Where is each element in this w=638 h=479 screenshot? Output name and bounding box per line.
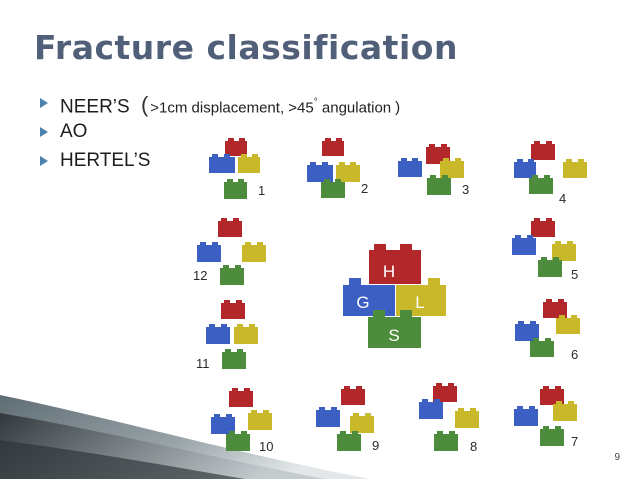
- diagram-number-3: 3: [462, 182, 469, 197]
- diagram-number-5: 5: [571, 267, 578, 282]
- letter-h: H: [383, 262, 395, 281]
- diagram-number-1: 1: [258, 183, 265, 198]
- neer-criteria-end: angulation: [317, 99, 392, 117]
- neer-criteria: >1cm displacement, >45: [150, 99, 314, 117]
- paren-close: ): [395, 99, 401, 117]
- bullet-text-hertel: HERTEL’S: [60, 150, 151, 171]
- bullet-item-hertel: HERTEL’S: [40, 146, 400, 175]
- center-letters: H G L S: [356, 262, 424, 345]
- triangle-bullet-icon: [40, 127, 48, 137]
- triangle-bullet-icon: [40, 98, 48, 108]
- bullet-list: NEER’S (>1cm displacement, >45° angulati…: [40, 88, 400, 175]
- bullet-item-ao: AO: [40, 117, 400, 146]
- degree-sign: °: [313, 97, 318, 108]
- letter-l: L: [415, 293, 424, 312]
- diagram-number-10: 10: [259, 439, 273, 454]
- diagram-number-6: 6: [571, 347, 578, 362]
- diagram-numbers: 1 2 3 4 5 6 7 8 9 10 11 12: [193, 181, 578, 454]
- bullet-text-neer: NEER’S: [60, 96, 130, 118]
- letter-s: S: [388, 326, 399, 345]
- decorative-swoosh: [0, 395, 370, 479]
- diagram-number-9: 9: [372, 438, 379, 453]
- paren-open: (: [140, 92, 149, 118]
- diagram-number-7: 7: [571, 434, 578, 449]
- triangle-bullet-icon: [40, 156, 48, 166]
- diagram-number-11: 11: [196, 356, 210, 371]
- diagram-number-4: 4: [559, 191, 566, 206]
- diagram-number-2: 2: [361, 181, 368, 196]
- bullet-item-neer: NEER’S (>1cm displacement, >45° angulati…: [40, 88, 400, 117]
- diagram-number-12: 12: [193, 268, 207, 283]
- lego-bricks: [197, 138, 587, 451]
- diagram-number-8: 8: [470, 439, 477, 454]
- letter-g: G: [356, 293, 369, 312]
- slide-title: Fracture classification: [34, 28, 458, 67]
- page-number: 9: [614, 452, 620, 463]
- bullet-text-ao: AO: [60, 121, 88, 142]
